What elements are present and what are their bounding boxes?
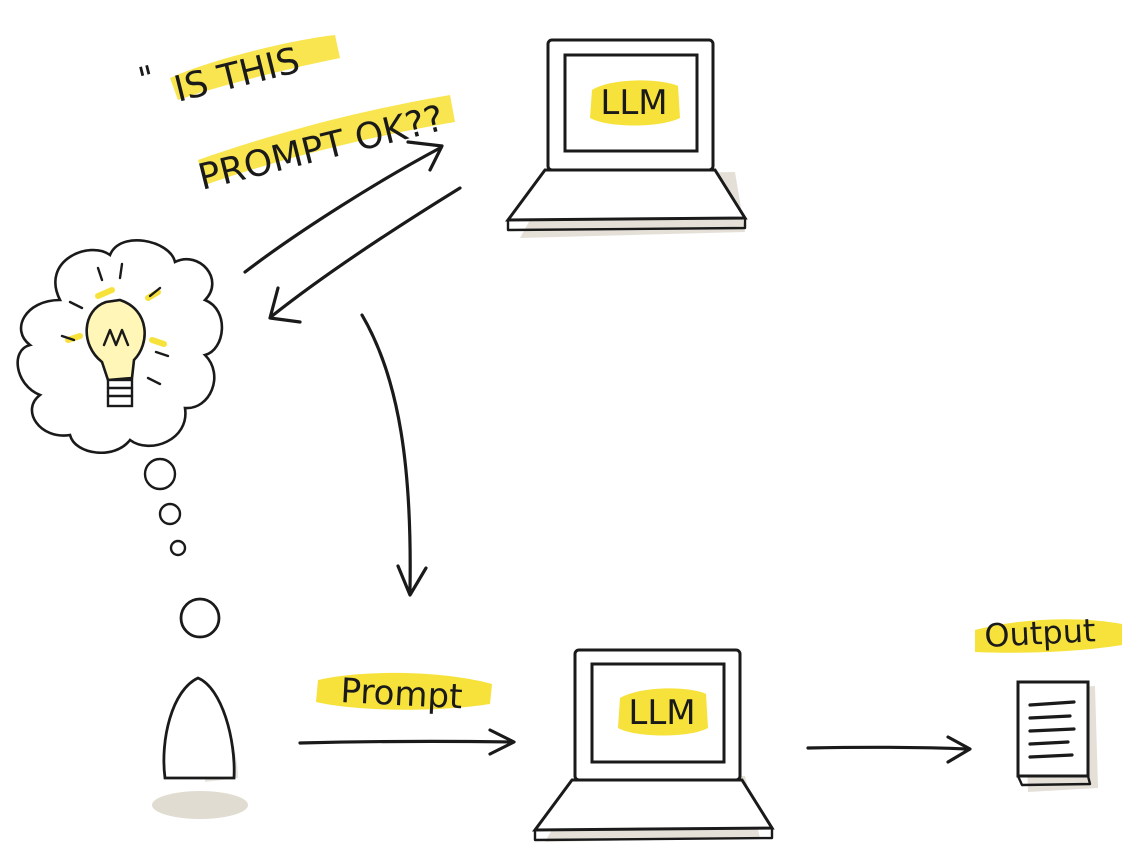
arrow-down-to-prompt [360,313,428,597]
output-text: Output [983,611,1096,655]
laptop-top: LLM [505,38,748,238]
laptop-top-base [505,168,748,222]
arrow-to-llm-top [243,140,444,274]
output-highlight [975,619,1122,653]
thought-cloud [16,239,224,454]
question-highlight-2 [198,95,455,185]
person-head [179,597,221,639]
prompt-text: Prompt [340,671,464,717]
llm-bottom-label: LLM [628,693,695,733]
question-label: " IS THIS PROMPT OK?? [135,35,455,199]
laptop-top-highlight [590,80,680,126]
laptop-bottom: LLM [532,648,775,842]
arrow-from-llm-top [268,186,462,324]
prompt-label: Prompt [316,671,492,717]
lightbulb-icon [60,262,170,408]
person-shadow [152,791,248,819]
arrow-llm-to-output [806,735,972,764]
question-quote: " [135,58,160,101]
laptop-bottom-base [532,778,775,832]
laptop-top-base-edge [506,216,747,232]
person-body [162,676,236,780]
document-icon [1016,680,1098,792]
person-icon [152,597,248,819]
llm-top-label: LLM [600,83,667,123]
thought-trail [143,457,187,557]
prompt-highlight [316,672,492,710]
arrow-prompt-to-llm [298,728,516,756]
question-highlight-1 [170,35,340,100]
laptop-bottom-base-edge [533,826,774,842]
question-line-1: IS THIS [170,40,304,111]
output-label: Output [975,611,1122,655]
laptop-bottom-highlight [618,688,708,736]
